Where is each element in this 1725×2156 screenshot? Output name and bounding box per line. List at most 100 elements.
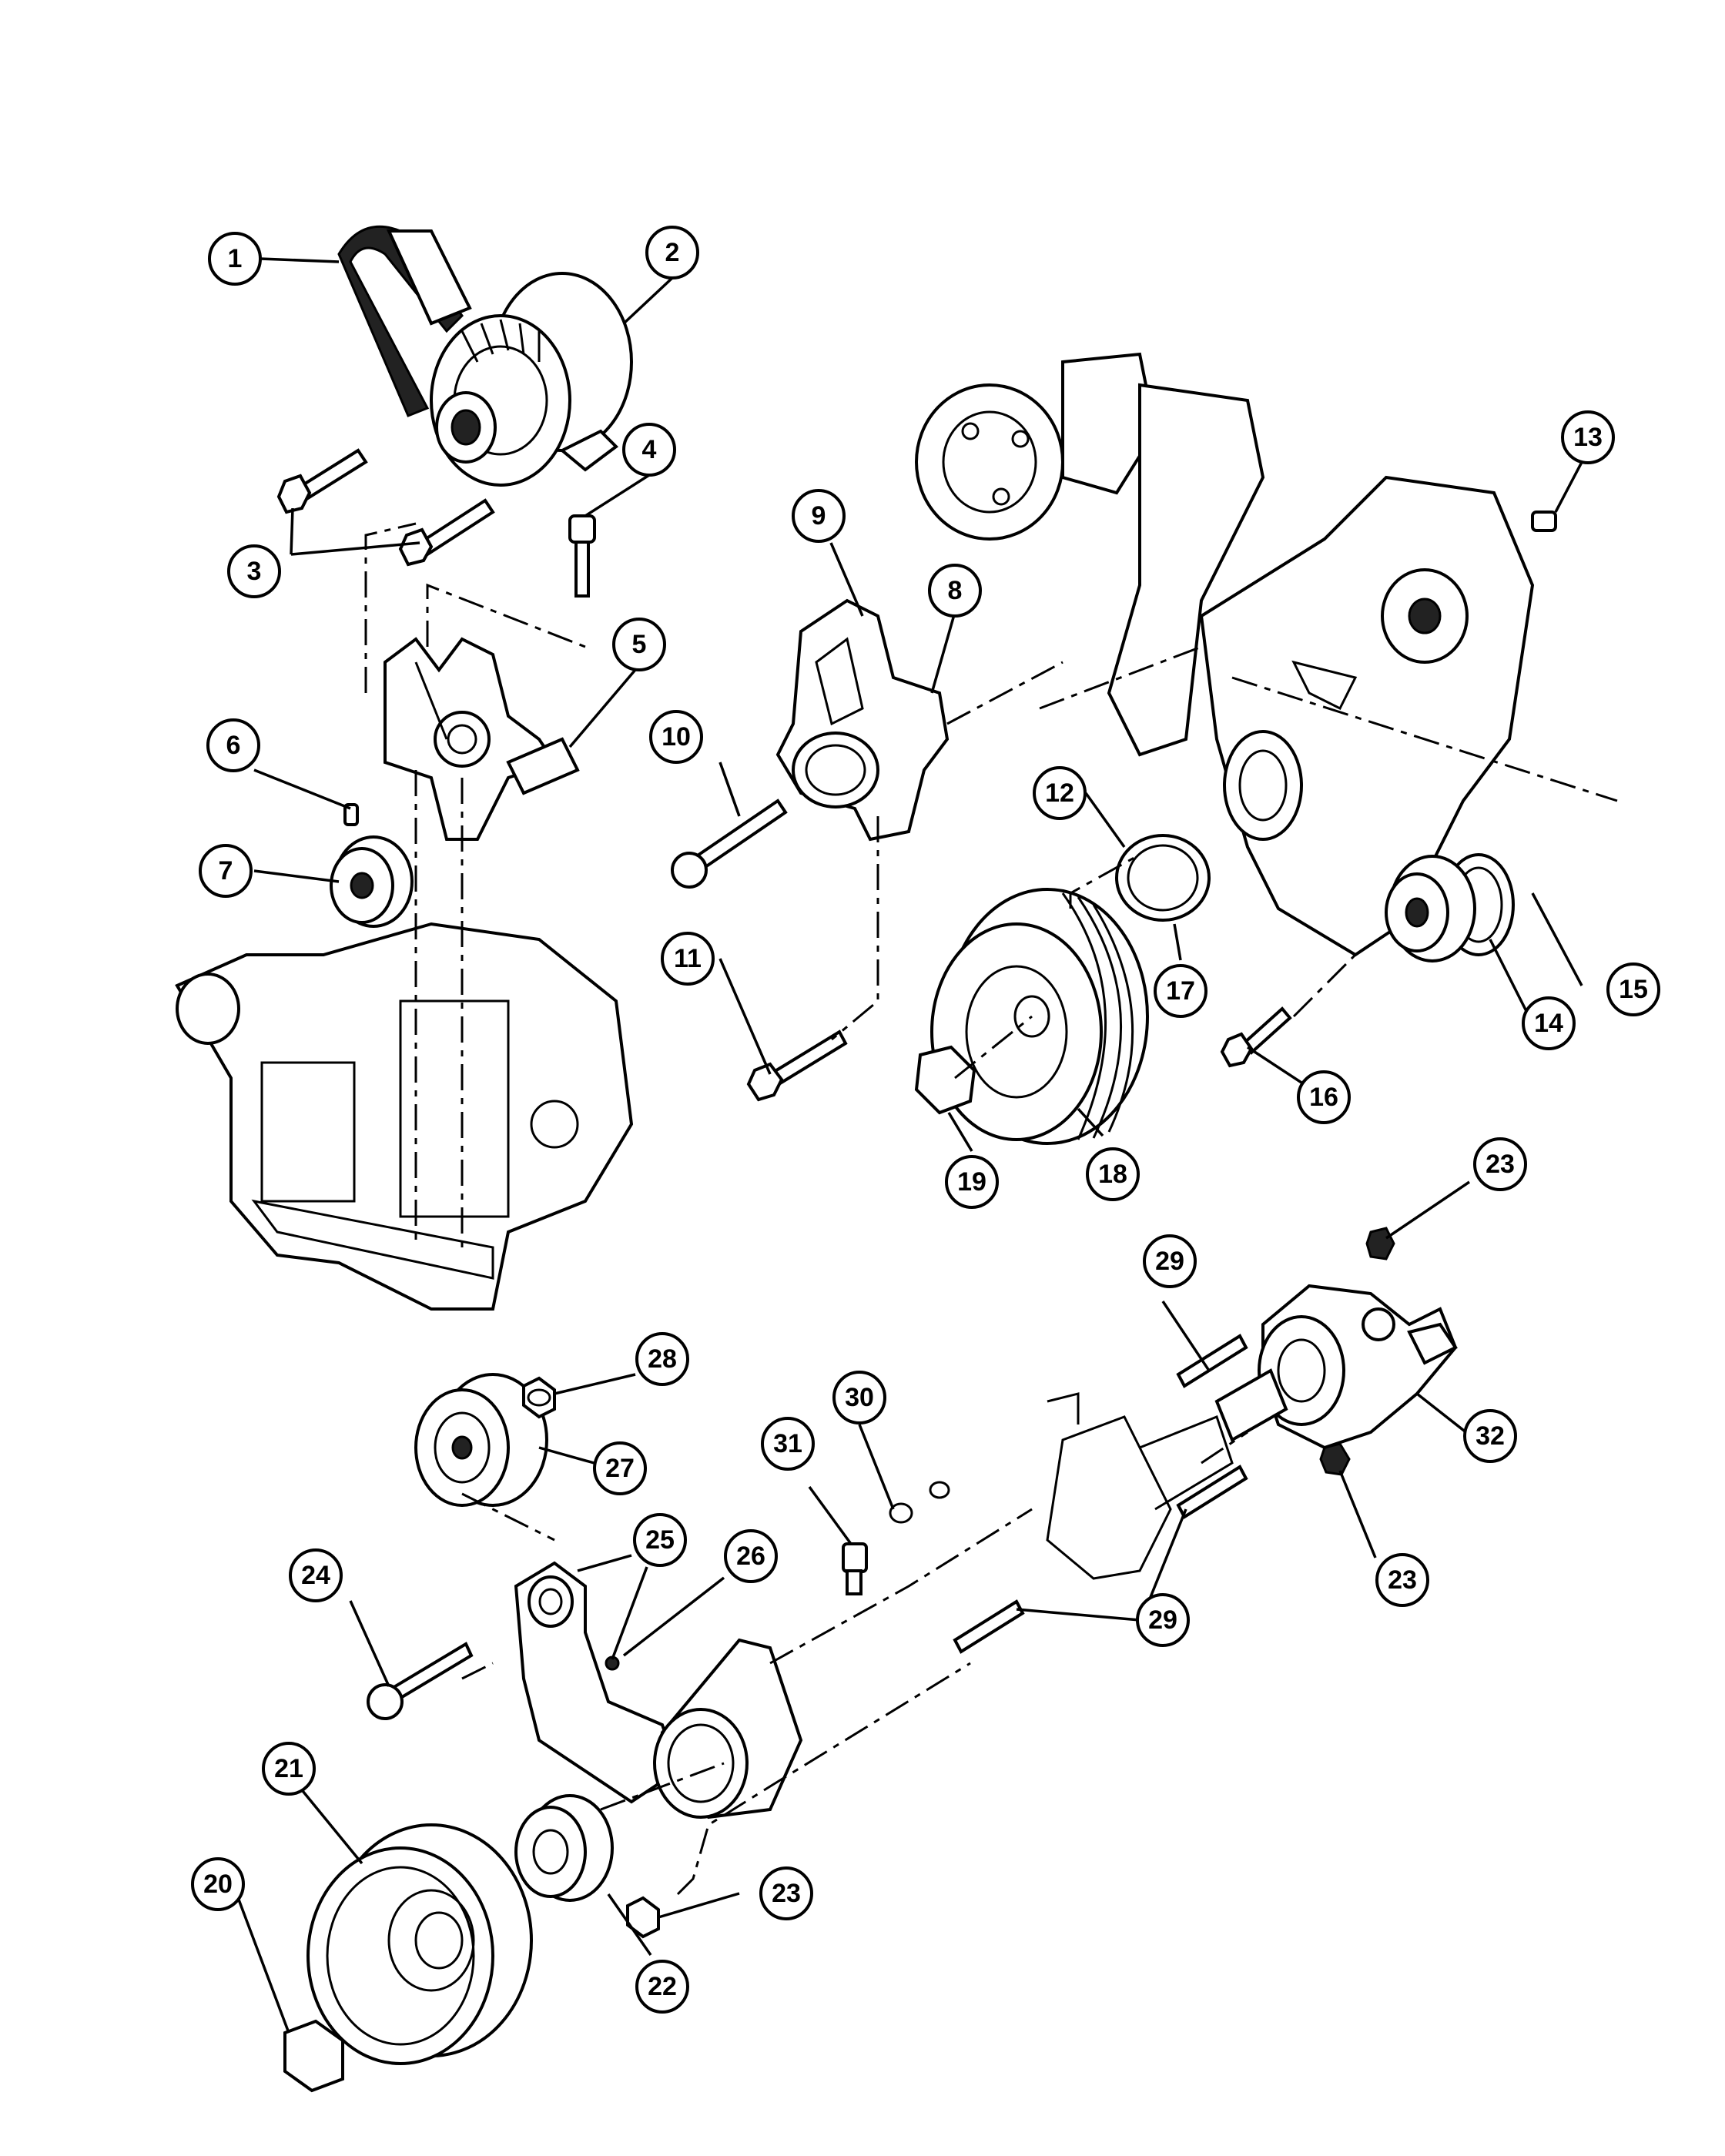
pulley-nut <box>283 2019 344 2093</box>
callout-3: 3 <box>227 544 281 598</box>
leader-lines <box>237 257 1589 2034</box>
callout-label: 8 <box>948 576 963 605</box>
callout-label: 3 <box>247 557 262 586</box>
part-drawings <box>175 225 1618 2093</box>
callout-28: 28 <box>635 1332 689 1386</box>
callout-19: 19 <box>945 1155 999 1209</box>
callout-12: 12 <box>1033 766 1087 820</box>
nut <box>1365 1227 1395 1260</box>
arm-bolt <box>367 1642 474 1720</box>
cover-bolt <box>1220 1006 1292 1068</box>
idler-arm <box>514 1561 680 1804</box>
callout-17: 17 <box>1154 964 1208 1018</box>
callout-label: 29 <box>1155 1247 1184 1276</box>
alignment-lines <box>364 522 1618 1896</box>
callout-label: 25 <box>645 1525 675 1555</box>
seal-ring <box>1115 834 1211 922</box>
callout-4: 4 <box>622 423 676 477</box>
callout-31: 31 <box>761 1417 815 1471</box>
callout-label: 21 <box>274 1754 303 1783</box>
callout-8: 8 <box>928 564 982 618</box>
callout-5: 5 <box>612 618 666 671</box>
bearing-housing <box>653 1638 803 1820</box>
callout-label: 10 <box>662 722 691 752</box>
callout-label: 24 <box>301 1561 330 1590</box>
tensioner-bolts <box>671 798 848 1102</box>
pump-pulley <box>306 1823 533 2065</box>
callout-label: 32 <box>1475 1421 1505 1451</box>
callout-7: 7 <box>199 844 253 898</box>
pin <box>343 803 359 826</box>
callout-10: 10 <box>649 710 703 764</box>
callout-23-top: 23 <box>1473 1137 1527 1191</box>
callout-label: 14 <box>1534 1009 1563 1038</box>
callout-label: 16 <box>1309 1083 1338 1112</box>
callout-label: 22 <box>648 1972 677 2001</box>
callout-11: 11 <box>661 932 715 986</box>
callout-label: 30 <box>845 1383 874 1412</box>
callout-15: 15 <box>1606 962 1660 1016</box>
belt-tensioner <box>775 598 950 842</box>
cap-screw <box>568 514 596 598</box>
callout-label: 27 <box>605 1454 635 1483</box>
callout-label: 7 <box>219 856 233 886</box>
callout-label: 18 <box>1098 1160 1127 1189</box>
callout-label: 4 <box>642 435 657 464</box>
callout-23-bottom: 23 <box>759 1866 813 1920</box>
mounting-bracket <box>384 637 580 841</box>
drive-belt <box>337 225 472 417</box>
power-steering-pump <box>1214 1284 1458 1450</box>
timing-cover <box>1107 383 1535 957</box>
callout-label: 20 <box>203 1870 233 1899</box>
alternator-bolts <box>276 448 495 567</box>
callout-18: 18 <box>1086 1147 1140 1201</box>
callout-16: 16 <box>1297 1070 1351 1124</box>
fitting <box>842 1481 950 1595</box>
callout-label: 1 <box>228 244 243 273</box>
idler-with-seal <box>1385 853 1515 962</box>
studs <box>953 1334 1248 1654</box>
crankshaft-pulley <box>930 888 1149 1145</box>
callout-label: 23 <box>1486 1150 1515 1179</box>
idler-pulley-small <box>330 835 414 928</box>
callout-label: 31 <box>773 1429 802 1458</box>
callout-32: 32 <box>1463 1409 1517 1463</box>
callout-2: 2 <box>645 226 699 280</box>
callout-29-top: 29 <box>1143 1234 1197 1288</box>
callout-30: 30 <box>832 1371 886 1424</box>
callout-label: 11 <box>674 944 702 973</box>
callout-27: 27 <box>593 1441 647 1495</box>
callout-label: 5 <box>632 630 647 659</box>
callouts: 1 2 3 4 5 6 7 8 9 10 11 12 13 14 15 16 1… <box>191 226 1660 2014</box>
callout-label: 9 <box>812 501 826 531</box>
callout-26: 26 <box>724 1529 778 1583</box>
idler-nut <box>522 1376 556 1419</box>
callout-1: 1 <box>208 232 262 286</box>
callout-21: 21 <box>262 1742 316 1796</box>
callout-label: 13 <box>1573 423 1603 452</box>
alternator <box>430 272 633 487</box>
callout-label: 6 <box>226 731 241 760</box>
bearing <box>514 1794 614 1902</box>
plug <box>1531 511 1557 532</box>
callout-6: 6 <box>206 718 260 772</box>
water-pump-pulley <box>915 352 1157 541</box>
idler-pulley-large <box>414 1373 548 1507</box>
callout-label: 19 <box>957 1167 986 1197</box>
nut <box>626 1896 660 1939</box>
callout-label: 29 <box>1148 1605 1177 1635</box>
callout-13: 13 <box>1561 410 1615 464</box>
callout-24: 24 <box>289 1548 343 1602</box>
callout-label: 26 <box>736 1542 765 1571</box>
callout-9: 9 <box>792 489 846 543</box>
callout-label: 23 <box>1388 1565 1417 1595</box>
callout-label: 28 <box>648 1344 677 1374</box>
callout-label: 23 <box>772 1879 801 1908</box>
callout-22: 22 <box>635 1960 689 2014</box>
callout-29-bottom: 29 <box>1136 1593 1190 1647</box>
callout-25: 25 <box>633 1513 687 1567</box>
callout-23-middle: 23 <box>1375 1553 1429 1607</box>
callout-20: 20 <box>191 1857 245 1911</box>
crankshaft-nut <box>914 1045 976 1115</box>
